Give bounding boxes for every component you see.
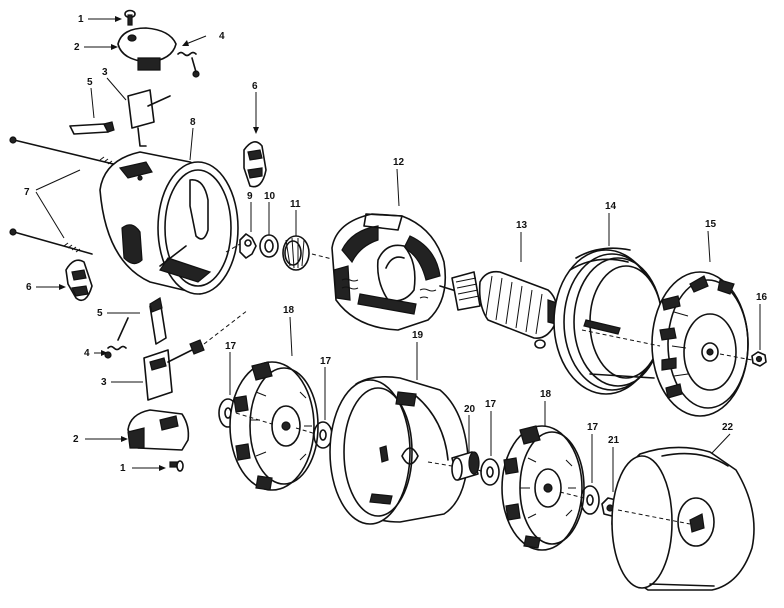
callout-16: 16 <box>756 292 768 303</box>
callout-18-a: 18 <box>283 305 295 316</box>
screw-top <box>124 9 136 26</box>
callout-6-left: 6 <box>26 282 32 293</box>
callout-10: 10 <box>264 191 276 202</box>
screw-bottom <box>169 460 184 472</box>
callout-4-top: 4 <box>219 31 225 42</box>
spring-bottom <box>104 317 129 359</box>
callout-5-bottom: 5 <box>97 308 103 319</box>
motor-housing <box>99 151 239 295</box>
spacer-20 <box>427 451 480 481</box>
callout-20: 20 <box>464 404 476 415</box>
callout-13: 13 <box>516 220 528 231</box>
callout-5-top: 5 <box>87 77 93 88</box>
washer-17-c <box>480 458 500 486</box>
callout-11: 11 <box>290 199 301 210</box>
callout-3-bottom: 3 <box>101 377 107 388</box>
callout-14: 14 <box>605 201 617 212</box>
callout-22: 22 <box>722 422 734 433</box>
through-bolts <box>9 136 131 255</box>
fan-impeller <box>651 271 749 417</box>
callout-1-top: 1 <box>78 14 84 25</box>
callout-17-a: 17 <box>225 341 237 352</box>
bracket-6-left <box>65 259 93 302</box>
callout-21: 21 <box>608 435 620 446</box>
callout-18-b: 18 <box>540 389 552 400</box>
armature <box>439 270 583 349</box>
field-stator <box>331 213 447 331</box>
callout-15: 15 <box>705 219 717 230</box>
brush-holder-bottom <box>143 309 249 401</box>
nut-16 <box>751 351 767 367</box>
top-brush-assembly <box>69 9 200 147</box>
callout-3-top: 3 <box>102 67 108 78</box>
callout-17-c: 17 <box>485 399 497 410</box>
spring-top <box>177 51 200 78</box>
impeller-18-right <box>501 425 585 551</box>
callout-labels: 1 2 3 4 5 6 7 8 6 9 10 11 12 13 14 15 16… <box>24 14 768 474</box>
brush-cap-bottom <box>127 409 190 451</box>
callout-17-b: 17 <box>320 356 332 367</box>
callout-6-top: 6 <box>252 81 258 92</box>
bearing-11 <box>282 235 337 271</box>
carbon-brush-top <box>69 121 115 135</box>
outer-cover-22 <box>611 446 755 591</box>
assembly-axes <box>225 243 753 525</box>
callout-9: 9 <box>247 191 253 202</box>
bottom-brush-assembly <box>104 297 249 472</box>
callout-19: 19 <box>412 330 424 341</box>
callout-4-bottom: 4 <box>84 348 90 359</box>
fan-ring <box>553 247 663 395</box>
brush-cap-top <box>117 27 177 71</box>
washer-10 <box>259 234 279 258</box>
retainer-9 <box>239 233 257 259</box>
fan-housing-19 <box>329 376 469 525</box>
callout-2-top: 2 <box>74 42 80 53</box>
leader-lines <box>35 16 761 492</box>
callout-1-bottom: 1 <box>120 463 126 474</box>
callout-2-bottom: 2 <box>73 434 79 445</box>
impeller-18-left <box>229 361 319 491</box>
callout-12: 12 <box>393 157 405 168</box>
bracket-6-top <box>243 141 267 188</box>
callout-7: 7 <box>24 187 30 198</box>
callout-17-d: 17 <box>587 422 599 433</box>
brush-holder-top <box>127 89 171 147</box>
carbon-brush-bottom <box>149 297 167 345</box>
callout-8: 8 <box>190 117 196 128</box>
